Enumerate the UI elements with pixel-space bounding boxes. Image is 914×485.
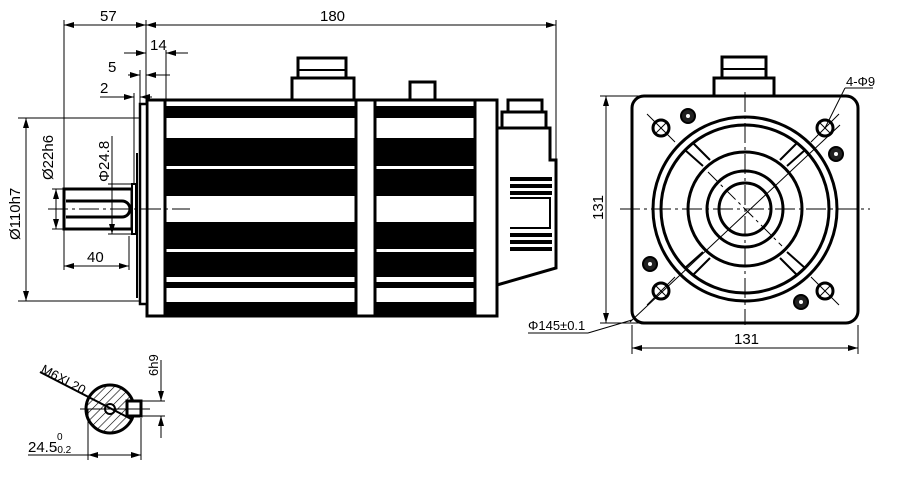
dim-180: 180 [320,8,345,25]
front-dimensions: 131 131 Φ145±0.1 4-Φ9 [528,74,875,354]
dim-key-depth-upper-tol: 0 [57,432,63,443]
dim-bolt-circle: Φ145±0.1 [528,318,585,333]
dim-key-depth-lower-tol: -0.2 [54,445,72,456]
front-view: 131 131 Φ145±0.1 4-Φ9 [528,55,875,354]
side-dimensions: 57 180 14 5 2 Ø110h7 Ø22h6 [7,8,557,302]
dim-width-131: 131 [734,331,759,348]
dim-height-131: 131 [590,195,607,220]
dim-40: 40 [87,249,104,266]
mounting-holes [642,108,844,310]
dim-24-8: Φ24.8 [96,141,113,182]
cooling-fins [165,106,475,316]
vent-plug [408,80,437,102]
dim-key-width: 6h9 [146,354,161,376]
shaft-section: M6XL20 6h9 24.5 0 -0.2 [28,354,165,460]
dim-57: 57 [100,8,117,25]
motor-housing [145,98,499,318]
dim-holes: 4-Φ9 [846,74,875,89]
dim-110h7: Ø110h7 [7,188,24,240]
dim-14: 14 [150,37,167,54]
encoder-housing [495,98,558,287]
side-view: 57 180 14 5 2 Ø110h7 Ø22h6 [7,8,558,318]
dim-5: 5 [108,59,116,76]
dim-2: 2 [100,80,108,97]
dim-thread: M6XL20 [39,361,89,397]
dim-22h6: Ø22h6 [40,135,57,180]
power-connector [290,56,356,102]
dim-key-depth: 24.5 [28,439,57,456]
